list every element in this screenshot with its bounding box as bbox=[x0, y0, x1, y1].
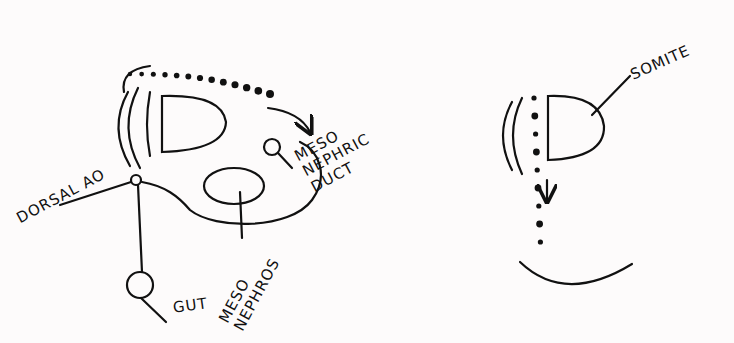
crest-cell-dot bbox=[197, 75, 203, 81]
crest-cell-dot bbox=[536, 203, 541, 208]
body-wall bbox=[520, 262, 632, 284]
neural-tube-arc bbox=[147, 92, 150, 156]
crest-cell-dot bbox=[243, 84, 250, 91]
crest-cell-dot bbox=[254, 87, 262, 95]
leader-line bbox=[240, 192, 242, 238]
crest-cell-dot bbox=[531, 95, 536, 100]
neural-tube-arc bbox=[503, 102, 512, 170]
mesentery-line bbox=[138, 185, 142, 272]
crest-cell-dot bbox=[536, 221, 543, 228]
crest-cell-dot bbox=[533, 149, 540, 156]
crest-cell-dot bbox=[538, 239, 543, 244]
leader-line bbox=[278, 153, 292, 168]
gut-tube bbox=[127, 272, 153, 298]
crest-cell-dot bbox=[151, 72, 156, 77]
crest-cell-dot bbox=[531, 113, 538, 120]
ectoderm-arc bbox=[124, 66, 150, 92]
crest-cell-dot bbox=[535, 185, 542, 192]
crest-cell-dot bbox=[128, 72, 132, 76]
crest-cell-dot bbox=[535, 167, 540, 172]
crest-cell-dot bbox=[139, 72, 144, 77]
leader-line bbox=[592, 76, 630, 115]
migration-arrow bbox=[268, 108, 310, 132]
neural-tube-arc bbox=[513, 98, 522, 174]
structure-label: SOMITE bbox=[628, 27, 726, 83]
crest-cell-dot bbox=[266, 90, 274, 98]
structure-label: MESO NEPHRIC DUCT bbox=[292, 107, 398, 196]
somite-shape bbox=[548, 96, 604, 160]
crest-cell-dot bbox=[162, 72, 167, 77]
migration-arrow bbox=[546, 180, 548, 200]
crest-cell-dot bbox=[185, 74, 191, 80]
crest-cell-dot bbox=[174, 73, 180, 79]
neural-tube-arc bbox=[128, 88, 140, 168]
crest-cell-dot bbox=[231, 81, 238, 88]
crest-cell-dot bbox=[208, 77, 215, 84]
mesonephros bbox=[204, 168, 264, 204]
structure-label: MESO NEPHROS bbox=[216, 247, 284, 334]
dorsal-aorta bbox=[131, 175, 141, 185]
leader-line bbox=[141, 298, 166, 322]
crest-cell-dot bbox=[220, 79, 227, 86]
structure-label: DORSAL AO bbox=[14, 156, 128, 228]
somite-shape bbox=[162, 96, 226, 152]
crest-cell-dot bbox=[533, 131, 538, 136]
